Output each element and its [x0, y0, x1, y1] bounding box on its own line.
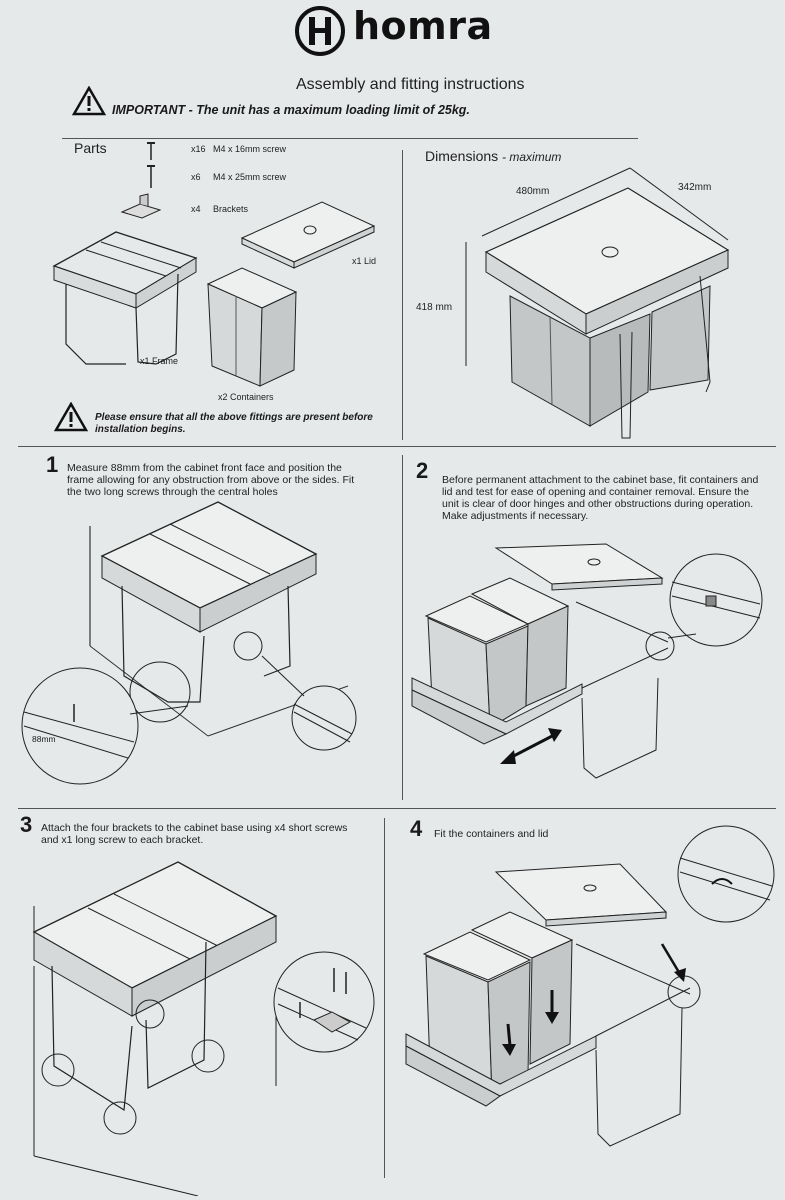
parts-check-note: Please ensure that all the above fitting…	[95, 412, 373, 435]
part-qty-1: x16	[191, 144, 206, 154]
part-desc-2: M4 x 25mm screw	[213, 172, 287, 182]
brand-name: homra	[353, 4, 493, 48]
dimensions-title-text: Dimensions	[425, 148, 499, 164]
step-1-drawing	[18, 496, 368, 796]
section-divider-2	[18, 808, 776, 809]
step-3-text: Attach the four brackets to the cabinet …	[41, 822, 348, 846]
screw-icons	[140, 138, 170, 198]
step-4-text: Fit the containers and lid	[434, 828, 549, 840]
step-3-drawing	[28, 856, 374, 1196]
dimension-width: 480mm	[516, 186, 550, 197]
section-divider-1	[18, 446, 776, 447]
steps-divider-top	[402, 455, 403, 800]
important-warning: IMPORTANT - The unit has a maximum loadi…	[72, 86, 632, 120]
step-1-callout: 88mm	[32, 734, 56, 744]
parts-title: Parts	[74, 140, 107, 156]
step-3-bracket-detail	[270, 948, 378, 1056]
step-1-number: 1	[46, 452, 59, 477]
part-desc-1: M4 x 16mm screw	[213, 144, 287, 154]
containers-label: x2 Containers	[218, 392, 274, 402]
step-2-drawing	[406, 538, 768, 800]
homra-h-mark-icon	[295, 6, 345, 56]
step-2-number: 2	[416, 458, 429, 483]
important-text: IMPORTANT - The unit has a maximum loadi…	[112, 103, 470, 117]
lid-label: x1 Lid	[352, 256, 377, 266]
dimension-height: 418 mm	[416, 302, 453, 313]
parts-dimensions-divider	[402, 150, 403, 440]
header-divider	[62, 138, 638, 139]
frame-drawing	[46, 224, 206, 374]
bracket-icon	[118, 192, 168, 222]
step-2-text: Before permanent attachment to the cabin…	[442, 474, 759, 522]
lid-drawing	[238, 196, 378, 276]
step-3-number: 3	[20, 812, 33, 837]
containers-drawing	[202, 262, 302, 392]
step-4-number: 4	[410, 816, 423, 841]
dimensions-drawing	[460, 156, 740, 446]
dimensions-title: Dimensions - maximum	[425, 148, 561, 164]
frame-label: x1 Frame	[140, 356, 179, 366]
part-qty-2: x6	[191, 172, 201, 182]
document-subtitle: Assembly and fitting instructions	[296, 76, 525, 93]
warning-triangle-small-icon	[54, 402, 88, 432]
warning-triangle-icon	[72, 86, 106, 116]
dimension-depth: 342mm	[678, 182, 712, 193]
part-qty-3: x4	[191, 204, 201, 214]
part-desc-3: Brackets	[213, 204, 249, 214]
steps-divider-bottom	[384, 818, 385, 1178]
dimensions-title-suffix: - maximum	[502, 150, 562, 164]
step-4-drawing	[400, 824, 776, 1194]
step-1-text: Measure 88mm from the cabinet front face…	[67, 462, 355, 498]
brand-logo: homra	[295, 4, 515, 60]
